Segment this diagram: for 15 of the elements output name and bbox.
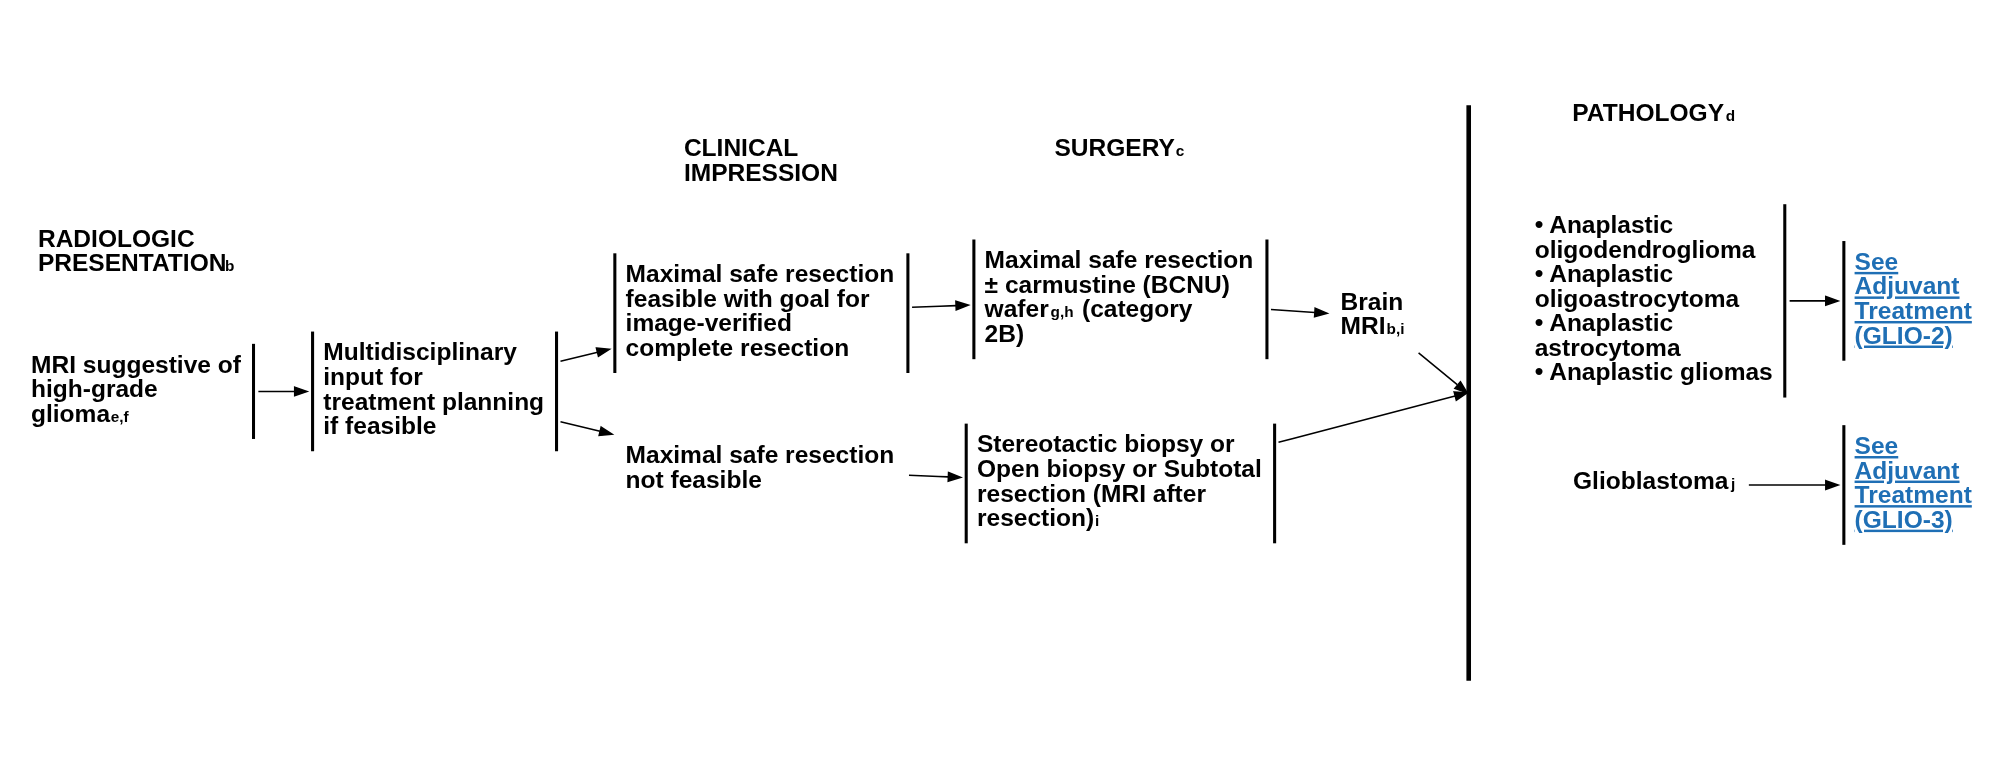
label: RADIOLOGIC PRESENTATIONb — [37, 224, 235, 276]
label: CLINICAL IMPRESSION — [683, 133, 838, 186]
node-text: See Adjuvant Treatment (GLIO-3) — [1854, 431, 1972, 533]
node-text: Maximal safe resection not feasible — [625, 440, 895, 493]
node-text: Maximal safe resection feasible with goal for image-verified complete resection — [625, 259, 895, 361]
label: SURGERYc — [1054, 133, 1185, 161]
node-text: Stereotactic biopsy or Open biopsy or Subtotal resection (MRI after resection)i — [976, 429, 1262, 531]
node-text: Multidisciplinary input for treatment planning if feasible — [323, 337, 545, 439]
node-text: • Anaplastic oligodendroglioma • Anaplastic oligoastrocytoma • Anaplastic astrocytoma • Anaplastic gliomas — [1534, 210, 1773, 385]
node-text: MRI suggestive of high-grade gliomae,f — [31, 350, 241, 427]
node-text: Maximal safe resection ± carmustine (BCNU) waferg,h (category 2B) — [984, 245, 1254, 347]
label: PATHOLOGYd — [1572, 98, 1736, 126]
node-text: Brain MRIb,i — [1340, 287, 1405, 339]
node-text: See Adjuvant Treatment (GLIO-2) — [1854, 247, 1972, 349]
node-text: Glioblastomaj — [1573, 466, 1736, 494]
